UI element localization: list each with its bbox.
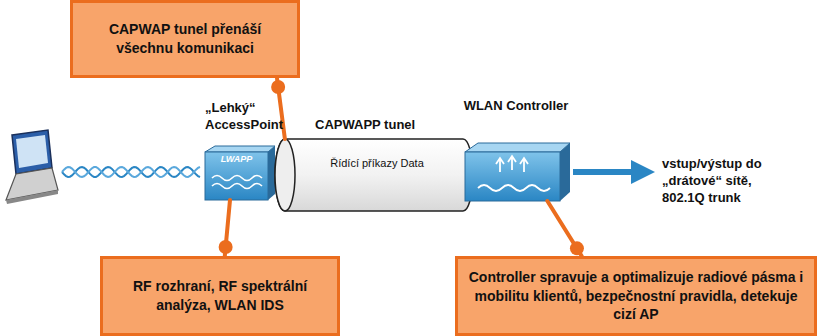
uplink-label: vstup/výstup do „drátové“ sítě, 802.1Q t…	[662, 156, 787, 207]
node-text: LWAPP	[205, 154, 268, 164]
callout-box: RF rozhraní, RF spektrální analýza, WLAN…	[100, 256, 340, 336]
uplink-arrow	[573, 169, 643, 175]
access-point-icon	[205, 146, 275, 200]
callout-box: CAPWAP tunel přenáší všechnu komunikaci	[70, 0, 300, 78]
controller-icon	[465, 143, 570, 201]
leader-line	[547, 201, 584, 256]
capwap-tunnel: CAPWAPP tunelŘídící příkazy Data	[275, 139, 473, 211]
node-text: WLAN Controller	[460, 98, 572, 115]
tunnel-cylinder	[275, 139, 473, 211]
node-text: Controller spravuje a optimalizuje radio…	[468, 268, 804, 325]
leader-line	[219, 200, 233, 256]
node-text: Řídící příkazy Data	[329, 157, 425, 170]
radio-signal	[62, 167, 200, 177]
laptop-icon	[6, 130, 58, 204]
node-text: CAPWAP tunel přenáší všechnu komunikaci	[83, 20, 287, 58]
access-point: „Lehký“ AccessPointLWAPP	[188, 100, 288, 200]
node-text: „Lehký“ AccessPoint	[193, 100, 283, 134]
node-text: RF rozhraní, RF spektrální analýza, WLAN…	[113, 277, 327, 315]
node-text: CAPWAPP tunel	[315, 117, 415, 132]
wlan-controller: WLAN Controller	[460, 98, 572, 201]
callout-box: Controller spravuje a optimalizuje radio…	[455, 256, 817, 336]
